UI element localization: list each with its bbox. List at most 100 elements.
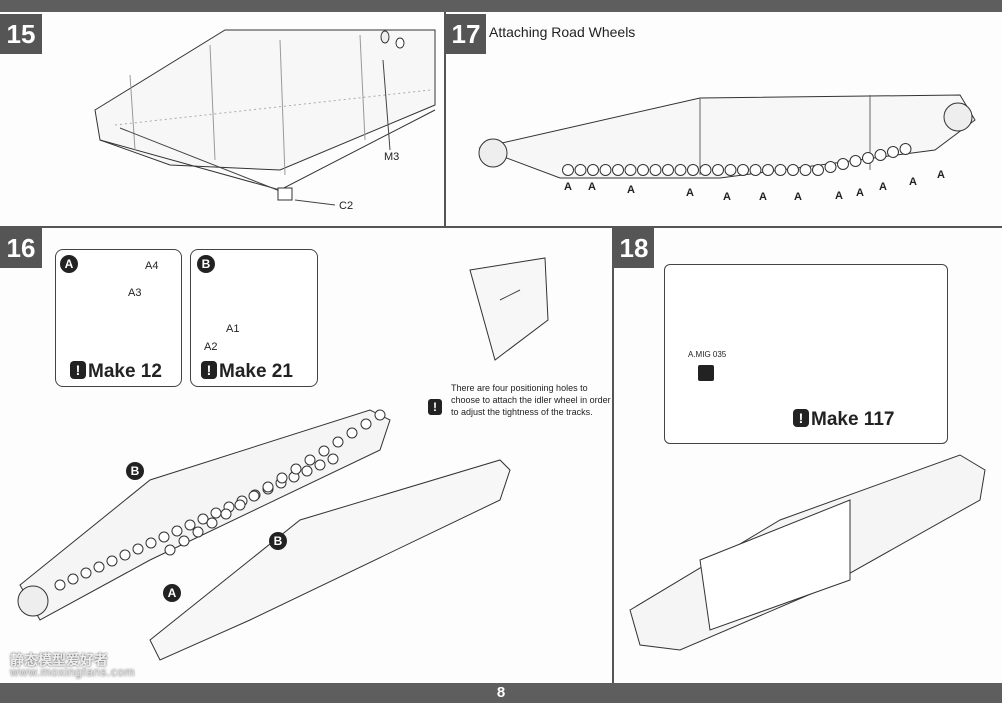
road-wheel xyxy=(301,465,313,477)
road-wheel xyxy=(724,164,737,176)
road-wheel xyxy=(67,573,79,585)
road-wheel xyxy=(687,164,699,176)
road-wheel xyxy=(206,517,218,529)
road-wheel xyxy=(874,149,887,161)
road-wheel xyxy=(192,526,204,538)
road-wheel xyxy=(587,164,599,176)
paint-label: A.MIG 035 xyxy=(688,350,727,359)
road-wheel xyxy=(574,164,587,176)
part-label-a1: A1 xyxy=(226,323,240,335)
step-17-road-wheels xyxy=(562,143,912,176)
road-wheel xyxy=(674,164,687,176)
callout-a-badge: A xyxy=(60,255,78,273)
bottom-bar xyxy=(0,683,1002,703)
road-wheel xyxy=(119,549,131,561)
road-wheel xyxy=(812,164,824,176)
label-m3: M3 xyxy=(384,151,400,163)
wheel-label-a: A xyxy=(794,191,802,203)
marker-b-upper: B xyxy=(126,462,144,480)
part-label-a3: A3 xyxy=(128,287,142,299)
wheel-label-a: A xyxy=(627,184,635,196)
part-label-a4: A4 xyxy=(145,260,159,272)
road-wheel xyxy=(332,436,344,448)
make-21: !Make 21 xyxy=(201,361,293,383)
road-wheel xyxy=(106,555,118,567)
page-number: 8 xyxy=(496,684,506,701)
road-wheel xyxy=(887,146,899,158)
road-wheel xyxy=(849,155,862,167)
paint-icon xyxy=(698,365,714,381)
road-wheel xyxy=(164,544,176,556)
wheel-label-a: A xyxy=(835,190,843,202)
road-wheel xyxy=(599,164,612,176)
road-wheel xyxy=(132,543,144,555)
wheel-label-a: A xyxy=(588,181,596,193)
road-wheel xyxy=(824,161,837,173)
road-wheel xyxy=(171,525,183,537)
idler-note: There are four positioning holes to choo… xyxy=(451,383,611,417)
step-15-hull-drawing xyxy=(94,29,436,206)
marker-a: A xyxy=(163,584,181,602)
wheel-label-a: A xyxy=(937,169,945,181)
marker-b-lower: B xyxy=(269,532,287,550)
road-wheel xyxy=(234,499,246,511)
wheel-label-a: A xyxy=(723,191,731,203)
road-wheel xyxy=(799,164,812,176)
step-16-road-wheels xyxy=(54,409,386,591)
road-wheel xyxy=(145,537,157,549)
divider-top xyxy=(0,226,1002,228)
road-wheel xyxy=(737,164,749,176)
road-wheel xyxy=(93,561,105,573)
part-label-a2: A2 xyxy=(204,341,218,353)
road-wheel xyxy=(662,164,674,176)
road-wheel xyxy=(712,164,724,176)
wheel-label-a: A xyxy=(856,187,864,199)
wheel-label-a: A xyxy=(879,181,887,193)
step-16-number: 16 xyxy=(0,228,42,268)
road-wheel xyxy=(374,409,386,421)
divider-right-bottom xyxy=(612,228,614,683)
road-wheel xyxy=(220,508,232,520)
road-wheel xyxy=(197,513,209,525)
road-wheel xyxy=(158,531,170,543)
step-17-number: 17 xyxy=(446,14,486,54)
make-117: !Make 117 xyxy=(793,409,894,431)
road-wheel xyxy=(210,507,222,519)
step-15-number: 15 xyxy=(0,14,42,54)
road-wheel xyxy=(318,445,330,457)
road-wheel xyxy=(774,164,787,176)
road-wheel xyxy=(248,490,260,502)
road-wheel xyxy=(862,152,874,164)
step-18-number: 18 xyxy=(614,228,654,268)
warning-icon: ! xyxy=(428,399,442,415)
road-wheel xyxy=(314,459,326,471)
road-wheel xyxy=(612,164,624,176)
wheel-label-a: A xyxy=(909,176,917,188)
road-wheel xyxy=(624,164,637,176)
wheel-label-a: A xyxy=(564,181,572,193)
step-17-title: Attaching Road Wheels xyxy=(489,24,636,40)
road-wheel xyxy=(787,164,799,176)
road-wheel xyxy=(837,158,849,170)
road-wheel xyxy=(54,579,66,591)
road-wheel xyxy=(699,164,712,176)
road-wheel xyxy=(762,164,774,176)
label-c2: C2 xyxy=(339,200,354,212)
road-wheel xyxy=(637,164,649,176)
road-wheel xyxy=(360,418,372,430)
make-12: !Make 12 xyxy=(70,361,162,383)
road-wheel xyxy=(290,463,302,475)
road-wheel xyxy=(346,427,358,439)
watermark-chinese: 静态模型爱好者 xyxy=(10,652,108,668)
wheel-label-a: A xyxy=(759,191,767,203)
road-wheel xyxy=(184,519,196,531)
top-bar xyxy=(0,0,1002,12)
road-wheel xyxy=(304,454,316,466)
road-wheel xyxy=(749,164,762,176)
road-wheel xyxy=(327,453,339,465)
wheel-label-a: A xyxy=(686,187,694,199)
road-wheel xyxy=(80,567,92,579)
watermark-url: www.moxingfans.com xyxy=(10,665,136,679)
